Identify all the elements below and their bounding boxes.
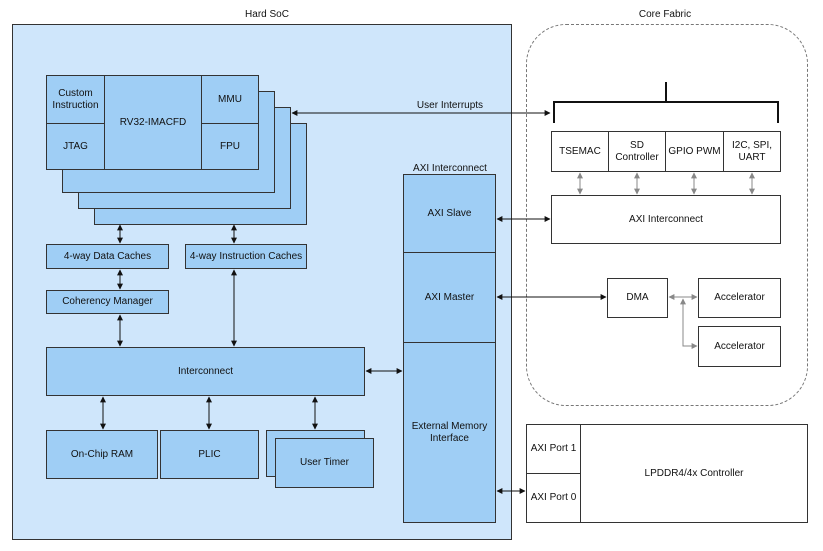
interrupt-bracket bbox=[553, 82, 779, 123]
accelerator-1-block: Accelerator bbox=[698, 278, 781, 318]
coherency-manager-block: Coherency Manager bbox=[46, 290, 169, 314]
tsemac-block: TSEMAC bbox=[551, 131, 609, 172]
hard-soc-title: Hard SoC bbox=[245, 9, 289, 20]
rv32-core-block: RV32-IMACFD bbox=[104, 75, 202, 170]
mmu-block: MMU bbox=[201, 75, 259, 124]
fpu-block: FPU bbox=[201, 123, 259, 170]
sd-controller-block: SD Controller bbox=[608, 131, 666, 172]
jtag-block: JTAG bbox=[46, 123, 105, 170]
axi-interconnect-column-title: AXI Interconnect bbox=[413, 163, 487, 174]
user-timer-block: User Timer bbox=[275, 438, 374, 488]
user-interrupts-label: User Interrupts bbox=[416, 100, 484, 111]
i2c-spi-uart-block: I2C, SPI, UART bbox=[723, 131, 781, 172]
dma-to-accel2-arrow bbox=[680, 298, 698, 349]
fabric-axi-interconnect-block: AXI Interconnect bbox=[551, 195, 781, 244]
core-fabric-title: Core Fabric bbox=[638, 9, 692, 20]
dma-block: DMA bbox=[607, 278, 668, 318]
plic-block: PLIC bbox=[160, 430, 259, 479]
on-chip-ram-block: On-Chip RAM bbox=[46, 430, 158, 479]
data-caches-block: 4-way Data Caches bbox=[46, 244, 169, 269]
axi-port-1-block: AXI Port 1 bbox=[526, 424, 581, 474]
lpddr-controller-block: LPDDR4/4x Controller bbox=[580, 424, 808, 523]
accelerator-2-block: Accelerator bbox=[698, 326, 781, 367]
instruction-caches-block: 4-way Instruction Caches bbox=[185, 244, 307, 269]
interconnect-block: Interconnect bbox=[46, 347, 365, 396]
external-memory-interface-block: External Memory Interface bbox=[403, 342, 496, 523]
axi-slave-block: AXI Slave bbox=[403, 174, 496, 253]
gpio-pwm-block: GPIO PWM bbox=[665, 131, 724, 172]
